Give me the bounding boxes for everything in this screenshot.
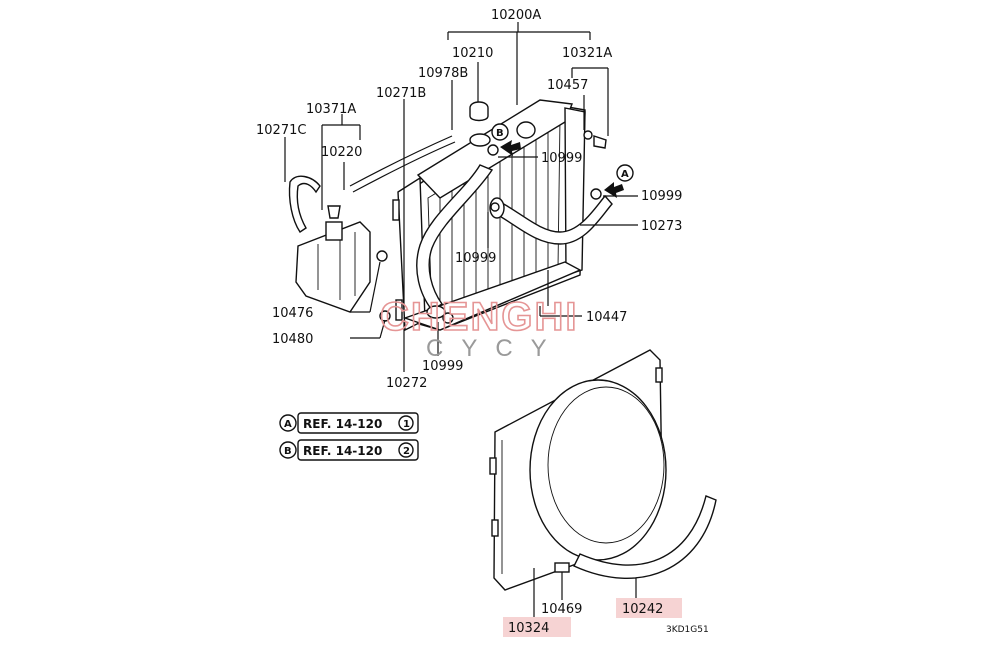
label-10476: 10476 — [272, 306, 313, 321]
svg-text:1: 1 — [403, 419, 410, 430]
svg-text:A: A — [284, 419, 292, 430]
ref-text-a: REF. 14-120 — [303, 417, 382, 431]
overflow-hose-edge — [352, 141, 456, 193]
ref-legend-a: A REF. 14-120 1 — [279, 412, 419, 434]
label-10480: 10480 — [272, 332, 313, 347]
radiator-cap — [469, 101, 489, 122]
ref-legend-b: B REF. 14-120 2 — [279, 439, 419, 461]
label-10978B: 10978B — [418, 66, 468, 81]
label-10200A: 10200A — [491, 8, 541, 23]
label-10210: 10210 — [452, 46, 493, 61]
label-10999-top: 10999 — [541, 151, 582, 166]
lower-fan-shroud — [573, 495, 717, 579]
label-10457: 10457 — [547, 78, 588, 93]
label-10220: 10220 — [321, 145, 362, 160]
marker-a: A — [616, 164, 634, 182]
label-10271B: 10271B — [376, 86, 426, 101]
label-10999-mid: 10999 — [455, 251, 496, 266]
breather-hose — [288, 175, 321, 233]
label-10999-right: 10999 — [641, 189, 682, 204]
shroud-bolt — [554, 562, 570, 584]
overflow-hose — [349, 135, 453, 187]
label-10321A: 10321A — [562, 46, 612, 61]
part-highlight-10242 — [616, 598, 682, 618]
label-10469: 10469 — [541, 602, 582, 617]
label-10447: 10447 — [586, 310, 627, 325]
drain-plug — [593, 135, 607, 149]
label-10324: 10324 — [508, 621, 549, 636]
ref-text-b: REF. 14-120 — [303, 444, 382, 458]
fan-shroud — [489, 349, 667, 591]
svg-text:B: B — [284, 446, 292, 457]
svg-text:2: 2 — [403, 446, 410, 457]
lower-hose — [416, 164, 494, 319]
watermark-subtext: CYCY — [426, 335, 565, 362]
svg-text:A: A — [621, 169, 629, 180]
flow-arrows — [500, 140, 624, 198]
label-10272: 10272 — [386, 376, 427, 391]
label-10242: 10242 — [622, 602, 663, 617]
label-10273: 10273 — [641, 219, 682, 234]
label-10999-bottom: 10999 — [422, 359, 463, 374]
label-10371A: 10371A — [306, 102, 356, 117]
leader-lines — [284, 22, 638, 618]
marker-b: B — [491, 123, 509, 141]
svg-text:B: B — [496, 128, 504, 139]
part-labels: 10200A 10210 10321A 10978B 10457 10271B … — [256, 8, 709, 636]
hose-clamps — [379, 144, 602, 324]
reserve-tank — [295, 205, 388, 313]
watermark-text: CHENGHI — [380, 295, 578, 339]
diagram-code: 3KD1G51 — [666, 625, 709, 635]
label-10271C: 10271C — [256, 123, 306, 138]
part-highlight-10324 — [503, 617, 571, 637]
drain-washer — [583, 130, 593, 140]
